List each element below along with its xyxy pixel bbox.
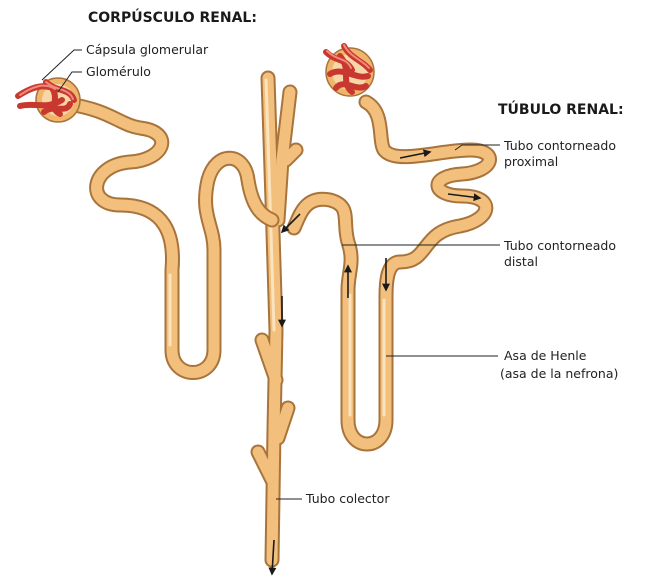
right-renal-corpuscle (326, 45, 374, 96)
label-asa-henle-line2: (asa de la nefrona) (500, 366, 618, 381)
label-asa-henle-line1: Asa de Henle (504, 348, 587, 363)
left-nephron-tubule (68, 104, 272, 373)
heading-corpusculo-renal: CORPÚSCULO RENAL: (88, 8, 257, 26)
label-capsula-glomerular: Cápsula glomerular (86, 42, 209, 57)
label-glomerulo: Glomérulo (86, 64, 151, 79)
label-tubo-distal-line1: Tubo contorneado (503, 238, 616, 253)
label-tubo-colector: Tubo colector (305, 491, 390, 506)
right-nephron-tubule (294, 102, 490, 444)
heading-tubulo-renal: TÚBULO RENAL: (498, 100, 624, 118)
leader-capsula (42, 50, 82, 80)
left-renal-corpuscle (18, 78, 80, 122)
label-tubo-distal-line2: distal (504, 254, 538, 269)
label-tubo-proximal-line1: Tubo contorneado (503, 138, 616, 153)
label-tubo-proximal-line2: proximal (504, 154, 558, 169)
collecting-duct (258, 78, 296, 560)
